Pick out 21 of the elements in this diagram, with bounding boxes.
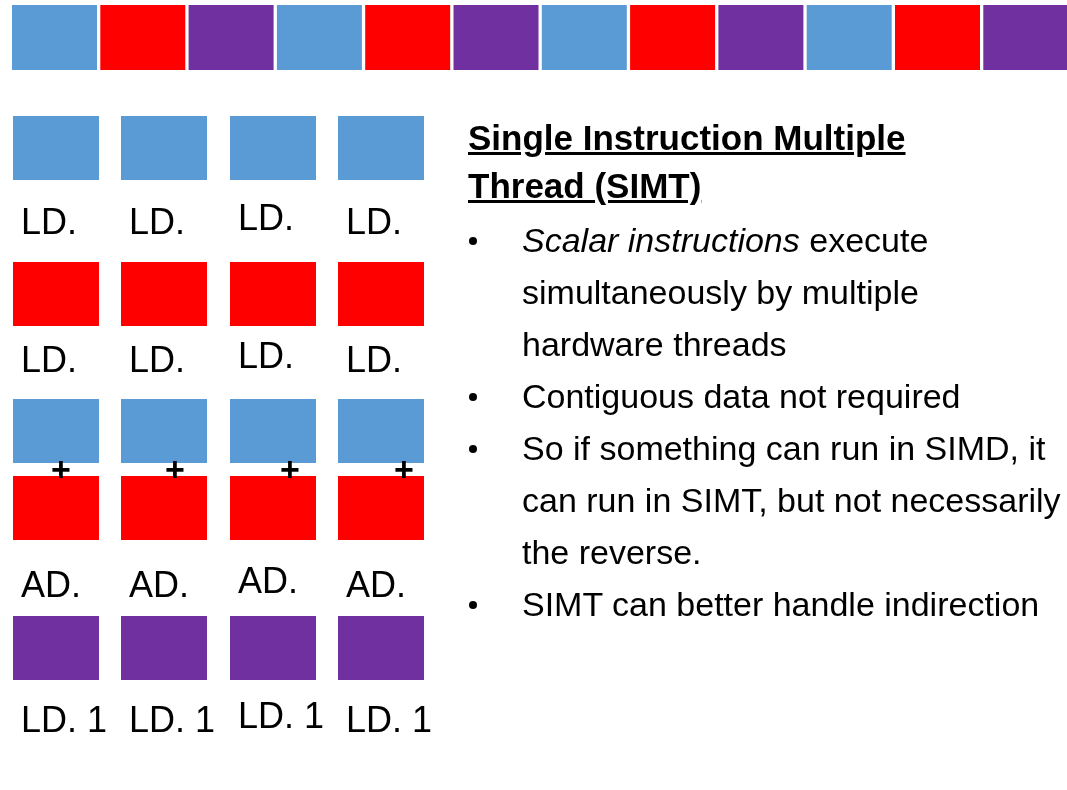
cell-label: LD. bbox=[238, 336, 296, 376]
cell-label: AD. bbox=[346, 565, 407, 605]
cell-label: LD. bbox=[129, 340, 187, 380]
cell-label: LD. bbox=[129, 202, 187, 242]
cell-label: LD. bbox=[21, 340, 79, 380]
bullet-text: SIMT can better handle indirection bbox=[522, 585, 1040, 623]
cell-label: LD. 1 bbox=[21, 700, 109, 740]
cell-label: LD. 1 bbox=[346, 700, 434, 740]
bullet-text: Scalar instructions execute simultaneously by multiple hardware threads bbox=[522, 221, 929, 363]
cell-label: LD. bbox=[238, 198, 296, 238]
cell-label: LD. 1 bbox=[129, 700, 217, 740]
cell-label: AD. bbox=[21, 565, 82, 605]
cell-label: AD. bbox=[129, 565, 190, 605]
cell-label: LD. 1 bbox=[238, 696, 326, 736]
bullet-text: So if something can run in SIMD, it can run in SIMT, but not necessarily the reverse. bbox=[522, 429, 1061, 571]
cell-label: LD. bbox=[346, 340, 404, 380]
slide-title: Single Instruction Multiple Thread (SIMT) bbox=[468, 117, 907, 207]
cell-label: AD. bbox=[238, 561, 299, 601]
cell-label: LD. bbox=[21, 202, 79, 242]
cell-label: LD. bbox=[346, 202, 404, 242]
bullet-text: Contiguous data not required bbox=[522, 377, 961, 415]
